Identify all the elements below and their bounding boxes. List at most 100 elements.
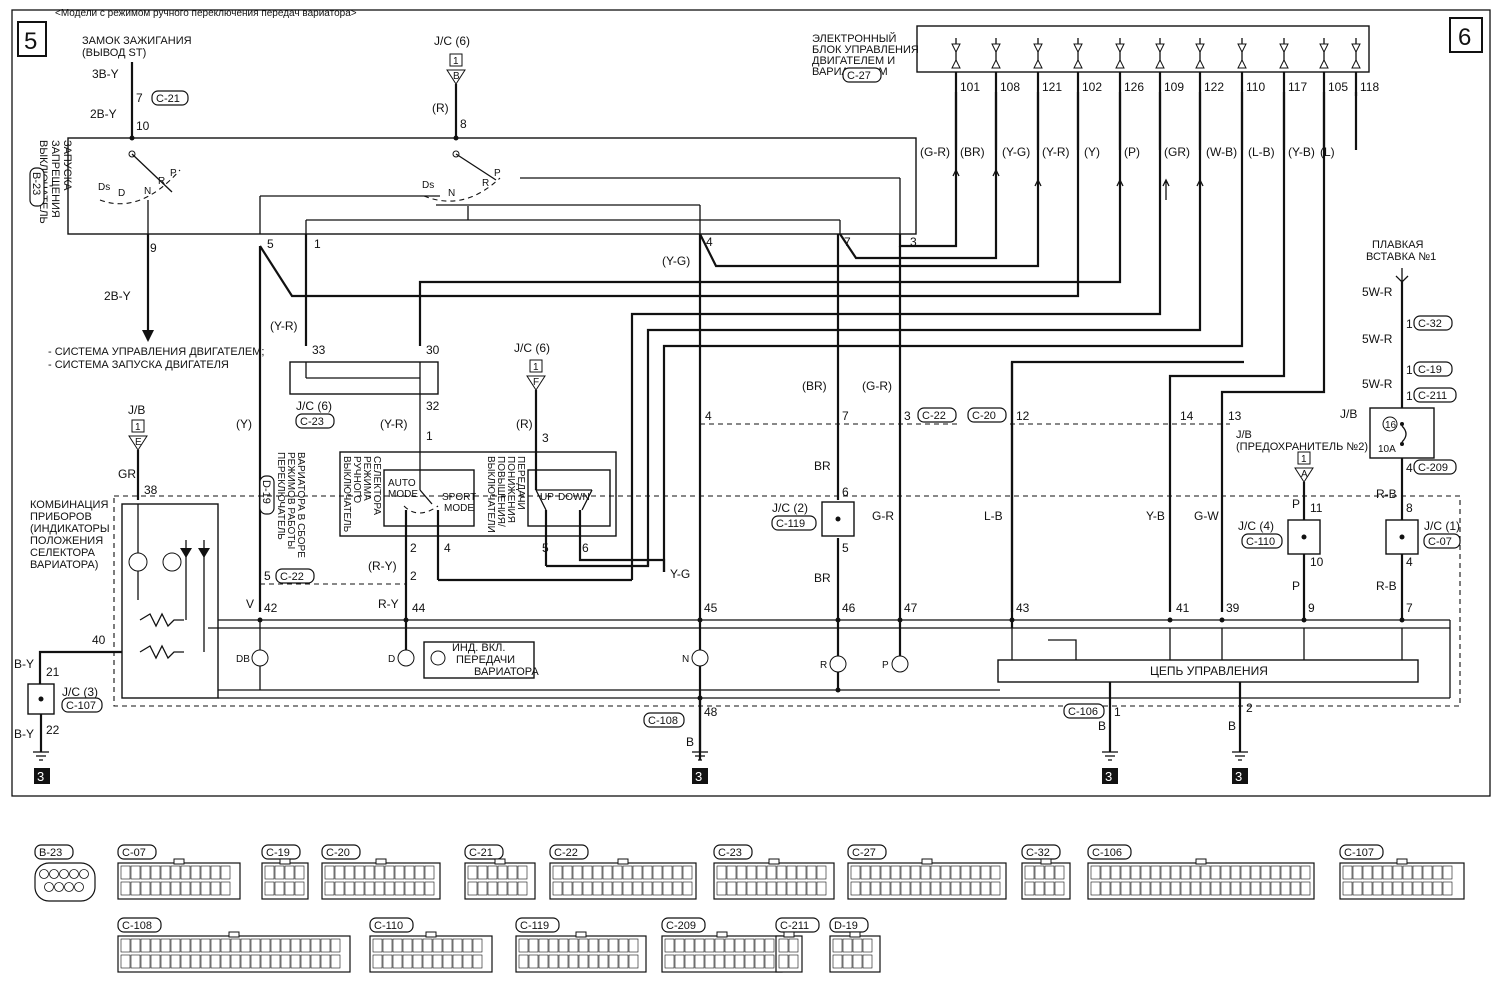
svg-text:A: A — [1301, 469, 1308, 480]
svg-text:MODE: MODE — [388, 489, 418, 500]
ecu-wire-label: (GR) — [1164, 145, 1190, 159]
switch-pin-9: 9 — [150, 241, 157, 255]
svg-text:42: 42 — [264, 601, 278, 615]
legend-connector: C-23 — [713, 844, 835, 900]
svg-text:C-110: C-110 — [1246, 536, 1275, 548]
svg-text:21: 21 — [46, 665, 60, 679]
svg-text:СЕЛЕКТОРА: СЕЛЕКТОРА — [371, 456, 382, 515]
ecu-wire-label: (Y) — [1084, 145, 1100, 159]
cluster-inner — [121, 503, 219, 699]
ecu-terminal: 118 — [1351, 38, 1379, 150]
legend-connector-id: B-23 — [39, 847, 62, 859]
diagram-frame — [11, 9, 1491, 797]
jc6-c23-pin32: 32 — [426, 399, 440, 413]
svg-text:C-22: C-22 — [280, 571, 304, 583]
svg-text:N: N — [682, 654, 689, 665]
engine-out-wire: 2B-Y — [104, 289, 131, 303]
svg-text:7: 7 — [1406, 601, 1413, 615]
inhibitor-connector-ref: B-23 — [29, 167, 45, 207]
svg-text:C-209: C-209 — [1418, 462, 1448, 474]
svg-text:5W-R: 5W-R — [1362, 377, 1393, 391]
fusible-link-label: ПЛАВКАЯ ВСТАВКА №1 — [1366, 239, 1436, 263]
svg-text:B-Y: B-Y — [14, 657, 34, 671]
ignition-wire-top: 3B-Y — [92, 67, 119, 81]
svg-text:6: 6 — [582, 541, 589, 555]
jc6-c23-label: J/C (6) — [296, 399, 332, 413]
svg-text:R: R — [482, 178, 489, 189]
svg-text:43: 43 — [1016, 601, 1030, 615]
jc6-top-label: J/C (6) — [434, 34, 470, 48]
engine-out-item2: - СИСТЕМА ЗАПУСКА ДВИГАТЕЛЯ — [48, 359, 229, 371]
svg-text:(ИНДИКАТОРЫ: (ИНДИКАТОРЫ — [30, 523, 110, 535]
svg-text:D: D — [388, 654, 395, 665]
svg-text:ЭЛЕКТРОННЫЙ: ЭЛЕКТРОННЫЙ — [812, 32, 896, 45]
jc3-connector-ref: C-107 — [61, 697, 103, 713]
svg-text:N: N — [144, 186, 151, 197]
legend-connector-id: C-32 — [1026, 847, 1050, 859]
legend-connector: C-110 — [369, 917, 493, 973]
svg-text:C-106: C-106 — [1068, 706, 1098, 718]
svg-text:ПРИБОРОВ: ПРИБОРОВ — [30, 511, 92, 523]
manual-mode-switch — [383, 469, 475, 527]
svg-text:N: N — [448, 188, 455, 199]
legend-connector: C-21 — [464, 844, 536, 900]
c22-pin3: 3 — [904, 409, 911, 423]
legend-connector-id: C-106 — [1092, 847, 1122, 859]
svg-text:F: F — [533, 377, 539, 388]
ecu-wire-label: (G-R) — [920, 145, 950, 159]
svg-text:C-107: C-107 — [66, 700, 96, 712]
svg-text:5W-R: 5W-R — [1362, 332, 1393, 346]
svg-text:D: D — [118, 188, 125, 199]
svg-text:B: B — [686, 735, 694, 749]
svg-text:44: 44 — [412, 601, 426, 615]
c20-pin13: 13 — [1228, 409, 1242, 423]
svg-text:D-19: D-19 — [260, 480, 272, 504]
wire-br-2: BR — [814, 571, 831, 585]
legend-connector-id: C-07 — [122, 847, 146, 859]
engine-out-item1: - СИСТЕМА УПРАВЛЕНИЯ ДВИГАТЕЛЕМ; — [48, 346, 264, 358]
ignition-subtitle: (ВЫВОД ST) — [82, 47, 146, 59]
c22-connector-ref: C-22 — [917, 407, 957, 423]
svg-text:P: P — [882, 660, 889, 671]
wire-gr-paren: (G-R) — [862, 379, 892, 393]
svg-text:DOWN: DOWN — [558, 492, 590, 503]
svg-text:39: 39 — [1226, 601, 1240, 615]
svg-text:ДВИГАТЕЛЕМ И: ДВИГАТЕЛЕМ И — [812, 55, 895, 67]
wire-yr-mid: (Y-R) — [380, 417, 408, 431]
wire-gw: G-W — [1194, 509, 1219, 523]
svg-text:1: 1 — [1114, 705, 1121, 719]
svg-text:R: R — [820, 660, 827, 671]
legend-connector-id: C-119 — [520, 920, 549, 932]
jc2-box — [821, 501, 855, 537]
c22-pin7: 7 — [842, 409, 849, 423]
wire-gr-right: G-R — [872, 509, 894, 523]
svg-text:ЗАПУСКА: ЗАПУСКА — [61, 140, 73, 191]
svg-text:6: 6 — [842, 485, 849, 499]
ecu-pin: 110 — [1246, 80, 1265, 94]
ecu-wire-label: (W-B) — [1206, 145, 1237, 159]
mode-switch-connector-ref: D-19 — [259, 475, 275, 515]
junction-dots — [129, 135, 1405, 701]
svg-text:1: 1 — [426, 429, 433, 443]
svg-text:R-Y: R-Y — [378, 597, 399, 611]
svg-text:UP: UP — [540, 492, 554, 503]
svg-text:ВАРИАТОРА: ВАРИАТОРА — [474, 666, 539, 678]
legend-connector: C-32 — [1021, 844, 1071, 900]
svg-text:2: 2 — [410, 569, 417, 583]
svg-text:1: 1 — [453, 56, 459, 67]
svg-text:C-211: C-211 — [1418, 390, 1447, 402]
legend-connector: C-19 — [261, 844, 309, 900]
svg-text:C-119: C-119 — [776, 518, 805, 530]
svg-text:1: 1 — [1406, 389, 1413, 403]
mode-switch-label: ПЕРЕКЛЮЧАТЕЛЬ РЕЖИМОВ РАБОТЫ ВАРИАТОРА В… — [275, 452, 306, 558]
svg-text:10A: 10A — [1378, 444, 1396, 455]
ecu-connector-ref: C-27 — [842, 67, 882, 83]
svg-text:(R-Y): (R-Y) — [368, 559, 397, 573]
legend-connector: C-119 — [515, 917, 647, 973]
c20-pin14: 14 — [1180, 409, 1194, 423]
svg-text:БЛОК УПРАВЛЕНИЯ: БЛОК УПРАВЛЕНИЯ — [812, 44, 919, 56]
svg-text:5W-R: 5W-R — [1362, 285, 1393, 299]
inhibitor-switch-box — [67, 137, 917, 235]
c32-connector-ref: C-32 — [1413, 315, 1453, 331]
ground-left: 3 — [33, 751, 50, 784]
